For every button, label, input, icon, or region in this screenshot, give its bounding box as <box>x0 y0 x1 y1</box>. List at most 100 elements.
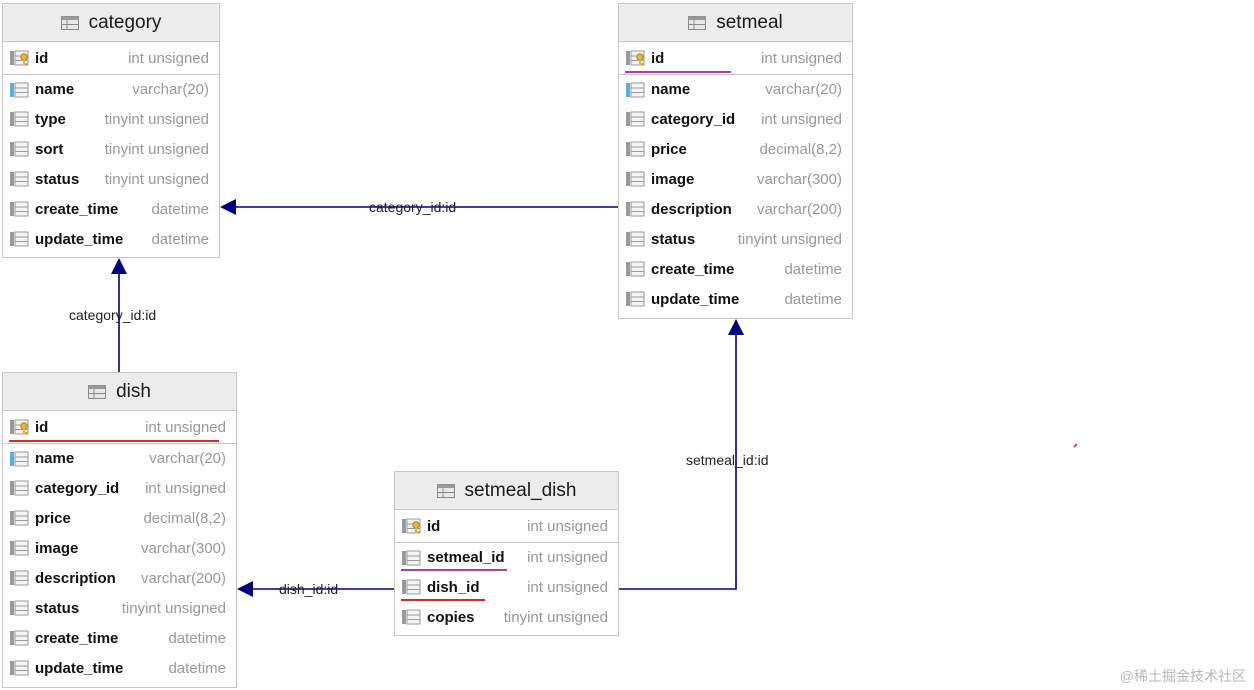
column-row-category-id[interactable]: category_id int unsigned <box>619 104 852 134</box>
arrowhead <box>111 258 127 274</box>
table-icon <box>60 15 79 30</box>
column-row-name[interactable]: name varchar(20) <box>3 443 236 473</box>
unique-column-icon <box>626 82 645 97</box>
column-row-copies[interactable]: copies tinyint unsigned <box>395 602 618 632</box>
annotation-underline <box>9 440 219 442</box>
column-row-create-time[interactable]: create_time datetime <box>619 254 852 284</box>
column-name: create_time <box>35 200 119 218</box>
unique-column-icon <box>10 451 29 466</box>
table-setmeal[interactable]: setmeal id int unsigned name varchar(20) <box>618 3 853 319</box>
column-row-setmeal-id[interactable]: setmeal_id int unsigned <box>395 542 618 572</box>
column-icon <box>10 480 29 496</box>
column-icon <box>626 141 645 157</box>
table-dish[interactable]: dish id int unsigned name varchar(20) <box>2 372 237 688</box>
column-type: datetime <box>784 290 842 308</box>
column-row-image[interactable]: image varchar(300) <box>3 533 236 563</box>
column-type: tinyint unsigned <box>121 599 226 617</box>
column-name: category_id <box>35 479 120 497</box>
column-icon <box>626 201 645 217</box>
table-header[interactable]: setmeal <box>619 4 852 42</box>
column-row-category-id[interactable]: category_id int unsigned <box>3 473 236 503</box>
column-row-id[interactable]: id int unsigned <box>3 411 236 443</box>
column-icon <box>10 201 29 217</box>
column-type: varchar(20) <box>149 450 226 467</box>
column-icon <box>10 231 29 247</box>
column-name: update_time <box>651 290 740 308</box>
column-row-price[interactable]: price decimal(8,2) <box>619 134 852 164</box>
edge-label: category_id:id <box>369 199 457 215</box>
column-row-update-time[interactable]: update_time datetime <box>619 284 852 314</box>
column-row-update-time[interactable]: update_time datetime <box>3 224 219 254</box>
column-type: tinyint unsigned <box>104 110 209 128</box>
table-header[interactable]: category <box>3 4 219 42</box>
column-row-dish-id[interactable]: dish_id int unsigned <box>395 572 618 602</box>
column-name: status <box>35 599 80 617</box>
arrowhead <box>237 581 253 597</box>
table-setmeal-dish[interactable]: setmeal_dish id int unsigned setmeal_id … <box>394 471 619 636</box>
column-type: decimal(8,2) <box>759 140 842 158</box>
column-icon <box>10 570 29 586</box>
column-row-id[interactable]: id int unsigned <box>3 42 219 74</box>
column-icon <box>10 141 29 157</box>
column-row-description[interactable]: description varchar(200) <box>3 563 236 593</box>
edge-label: category_id:id <box>69 307 157 323</box>
column-icon <box>10 111 29 127</box>
edge-label: setmeal_id:id <box>686 452 769 468</box>
primary-key-icon <box>626 50 645 66</box>
pink-mark <box>1073 443 1078 448</box>
column-name: dish_id <box>427 578 480 596</box>
arrowhead <box>728 319 744 335</box>
table-title: setmeal_dish <box>464 479 577 501</box>
column-name: category_id <box>651 110 736 128</box>
column-type: int unsigned <box>527 549 608 566</box>
column-type: int unsigned <box>761 49 842 67</box>
column-row-type[interactable]: type tinyint unsigned <box>3 104 219 134</box>
column-row-price[interactable]: price decimal(8,2) <box>3 503 236 533</box>
column-row-sort[interactable]: sort tinyint unsigned <box>3 134 219 164</box>
arrowhead <box>220 199 236 215</box>
edge-label: dish_id:id <box>279 581 339 597</box>
column-row-create-time[interactable]: create_time datetime <box>3 623 236 653</box>
column-type: varchar(300) <box>756 170 842 188</box>
column-name: type <box>35 110 66 128</box>
column-name: update_time <box>35 659 124 677</box>
column-row-name[interactable]: name varchar(20) <box>619 74 852 104</box>
column-row-id[interactable]: id int unsigned <box>619 42 852 74</box>
column-name: update_time <box>35 230 124 248</box>
column-icon <box>402 550 421 565</box>
column-type: tinyint unsigned <box>104 170 209 188</box>
column-name: id <box>35 418 49 436</box>
column-name: sort <box>35 140 64 158</box>
column-icon <box>626 231 645 247</box>
column-row-image[interactable]: image varchar(300) <box>619 164 852 194</box>
column-icon <box>10 171 29 187</box>
edge-setmeal-dish-setmeal[interactable] <box>619 335 737 590</box>
annotation-underline <box>401 569 507 571</box>
column-type: decimal(8,2) <box>143 509 226 527</box>
column-name: copies <box>427 608 475 626</box>
table-header[interactable]: setmeal_dish <box>395 472 618 510</box>
primary-key-icon <box>402 518 421 534</box>
column-type: int unsigned <box>128 49 209 67</box>
column-row-id[interactable]: id int unsigned <box>395 510 618 542</box>
column-icon <box>626 291 645 307</box>
column-icon <box>10 600 29 616</box>
column-row-create-time[interactable]: create_time datetime <box>3 194 219 224</box>
column-row-description[interactable]: description varchar(200) <box>619 194 852 224</box>
column-icon <box>10 540 29 556</box>
column-name: description <box>35 569 116 587</box>
column-row-status[interactable]: status tinyint unsigned <box>3 164 219 194</box>
annotation-underline <box>625 71 731 73</box>
table-category[interactable]: category id int unsigned name varchar(20… <box>2 3 220 258</box>
column-type: datetime <box>168 629 226 647</box>
column-type: datetime <box>784 260 842 278</box>
column-type: tinyint unsigned <box>737 230 842 248</box>
column-row-status[interactable]: status tinyint unsigned <box>3 593 236 623</box>
column-row-status[interactable]: status tinyint unsigned <box>619 224 852 254</box>
column-type: int unsigned <box>145 479 226 497</box>
column-name: price <box>35 509 71 527</box>
column-row-name[interactable]: name varchar(20) <box>3 74 219 104</box>
column-row-update-time[interactable]: update_time datetime <box>3 653 236 683</box>
table-header[interactable]: dish <box>3 373 236 411</box>
